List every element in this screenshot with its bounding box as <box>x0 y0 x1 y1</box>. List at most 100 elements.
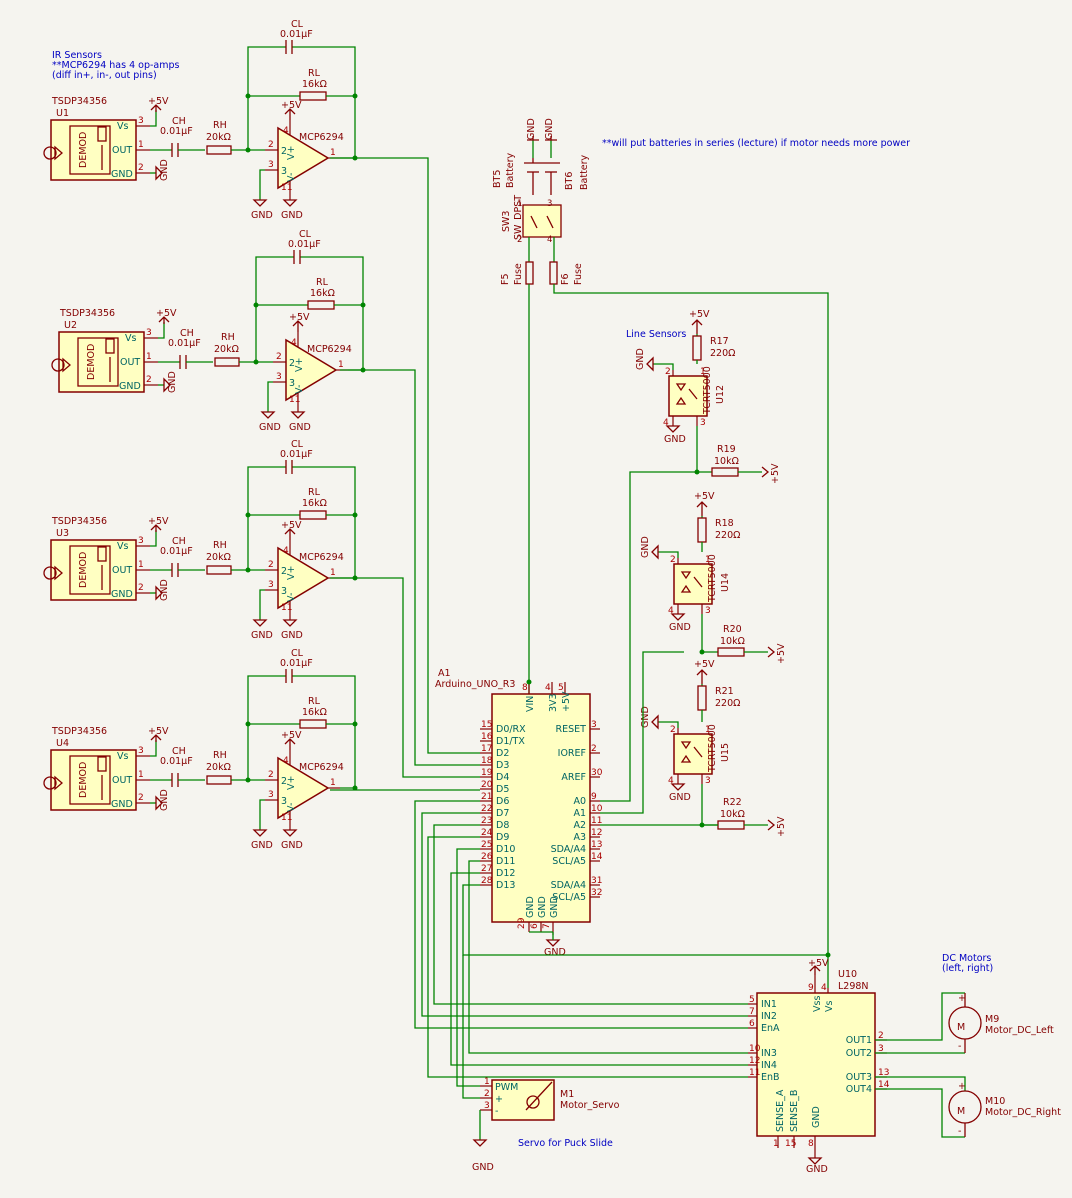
driver-gnd-symbol: GND <box>806 1164 828 1175</box>
m10-ref: M10 <box>985 1096 1005 1107</box>
ir-sensor-ref: U2 <box>64 320 77 331</box>
svg-text:-: - <box>958 1041 961 1052</box>
svg-text:4: 4 <box>547 235 552 245</box>
arduino-gnd-symbol: GND <box>544 947 566 958</box>
line-sensors-title: Line Sensors <box>626 329 686 340</box>
ls-gnd-bottom: GND <box>664 434 686 445</box>
cl-ref: CL <box>299 229 312 240</box>
arduino-pin-num: 18 <box>481 756 493 766</box>
cl-value: 0.01µF <box>288 239 321 250</box>
pin-num: 1 <box>330 568 336 578</box>
servo-pwm: PWM <box>495 1082 518 1093</box>
ls-ic-ref: U14 <box>720 573 731 592</box>
sensor-5v-symbol: +5V <box>148 516 169 527</box>
opamp-vplus: V+ <box>294 358 305 372</box>
ir-sensor-part: TSDP34356 <box>59 308 115 319</box>
pin-num: 1 <box>138 560 144 570</box>
ir-sensor-part: TSDP34356 <box>51 516 107 527</box>
ls-res-ref: R21 <box>715 686 734 697</box>
rh-ref: RH <box>213 120 227 131</box>
driver-in1-num: 5 <box>749 995 755 1005</box>
pin-num: 2 <box>276 352 282 362</box>
arduino-pin-num: 17 <box>481 744 492 754</box>
sensor-out-label: OUT <box>120 357 140 368</box>
sensor-gnd-symbol: GND <box>167 371 178 393</box>
arduino-pin-ioref: IOREF <box>558 748 586 759</box>
sensor-gnd-label: GND <box>111 799 133 810</box>
arduino-pin-d7: D7 <box>496 808 509 819</box>
svg-text:+: + <box>958 993 966 1004</box>
pin-num: 3 <box>268 160 274 170</box>
opamp-plus: 3 <box>281 586 287 597</box>
driver-in1-label: IN1 <box>761 999 777 1010</box>
arduino-pin-num: 16 <box>481 732 493 742</box>
bt5-ref: BT5 <box>492 170 503 188</box>
pin-num: 2 <box>146 375 152 385</box>
svg-text:3: 3 <box>705 606 711 616</box>
ch-value: 0.01µF <box>160 756 193 767</box>
arduino-gnd-label-2: GND <box>537 896 548 918</box>
sensor-out-label: OUT <box>112 145 132 156</box>
opamp-gnd-symbol: GND <box>289 422 311 433</box>
arduino-gnd-num-2: 6 <box>530 923 540 929</box>
pin-num: 1 <box>330 778 336 788</box>
driver-vss-label: Vss <box>812 996 823 1012</box>
ls-pull-ref: R22 <box>723 797 742 808</box>
servo-plus: + <box>495 1094 503 1105</box>
sensor-out-label: OUT <box>112 565 132 576</box>
cl-value: 0.01µF <box>280 449 313 460</box>
cl-ref: CL <box>291 19 304 30</box>
arduino-pin-d6: D6 <box>496 796 509 807</box>
arduino-pin-num: 27 <box>481 864 492 874</box>
arduino-gnd-num-3: 7 <box>542 923 552 929</box>
svg-text:2: 2 <box>665 367 671 377</box>
arduino-vin-num: 8 <box>522 683 528 693</box>
bt5-gnd-label: GND <box>526 118 537 140</box>
svg-text:3: 3 <box>484 1101 490 1111</box>
pin-num: 4 <box>291 338 297 348</box>
ir-sensor-body <box>50 539 137 601</box>
driver-in2-label: IN2 <box>761 1011 777 1022</box>
ir-sensor-part: TSDP34356 <box>51 726 107 737</box>
dc-motors-title: DC Motors <box>942 953 991 964</box>
svg-text:4: 4 <box>668 776 674 786</box>
ch-ref: CH <box>172 536 186 547</box>
sensor-gnd-symbol: GND <box>159 159 170 181</box>
opamp-part: MCP6294 <box>299 762 344 773</box>
f5-value: Fuse <box>513 263 524 285</box>
ir-sensor-body <box>50 119 137 181</box>
svg-text:2: 2 <box>517 235 522 245</box>
ls-gnd-bottom: GND <box>669 792 691 803</box>
ch-value: 0.01µF <box>168 338 201 349</box>
demod-label: DEMOD <box>78 762 89 798</box>
ir-sensor-ref: U4 <box>56 738 69 749</box>
arduino-pin-d5: D5 <box>496 784 509 795</box>
arduino-pin-num: 9 <box>591 792 597 802</box>
driver-ref: U10 <box>838 969 857 980</box>
driver-in4-num: 12 <box>749 1056 760 1066</box>
driver-out4-num: 14 <box>878 1080 890 1090</box>
ls-ic-part: TCRT5000 <box>707 724 718 773</box>
opamp-gnd-symbol: GND <box>281 630 303 641</box>
power-section: GND GND BT5 Battery BT6 Battery 1 3 2 4 <box>492 118 829 988</box>
pin-num: 4 <box>283 546 289 556</box>
cl-value: 0.01µF <box>280 658 313 669</box>
ls-ic-part: TCRT5000 <box>707 554 718 603</box>
arduino-pin-num: 2 <box>591 744 597 754</box>
sensor-out-label: OUT <box>112 775 132 786</box>
driver-sense-b-num: 15 <box>785 1139 796 1149</box>
driver-out1-num: 2 <box>878 1031 884 1041</box>
svg-text:2: 2 <box>670 725 676 735</box>
demod-label: DEMOD <box>78 132 89 168</box>
driver-ena-num: 6 <box>749 1019 755 1029</box>
driver-ena-label: EnA <box>761 1023 780 1034</box>
opamp-part: MCP6294 <box>307 344 352 355</box>
ls-5v-symbol: +5V <box>689 309 710 320</box>
arduino-gnd-label-3: GND <box>549 896 560 918</box>
arduino-pin-d4: D4 <box>496 772 509 783</box>
ch-ref: CH <box>172 116 186 127</box>
arduino-pin-num: 14 <box>591 852 603 862</box>
